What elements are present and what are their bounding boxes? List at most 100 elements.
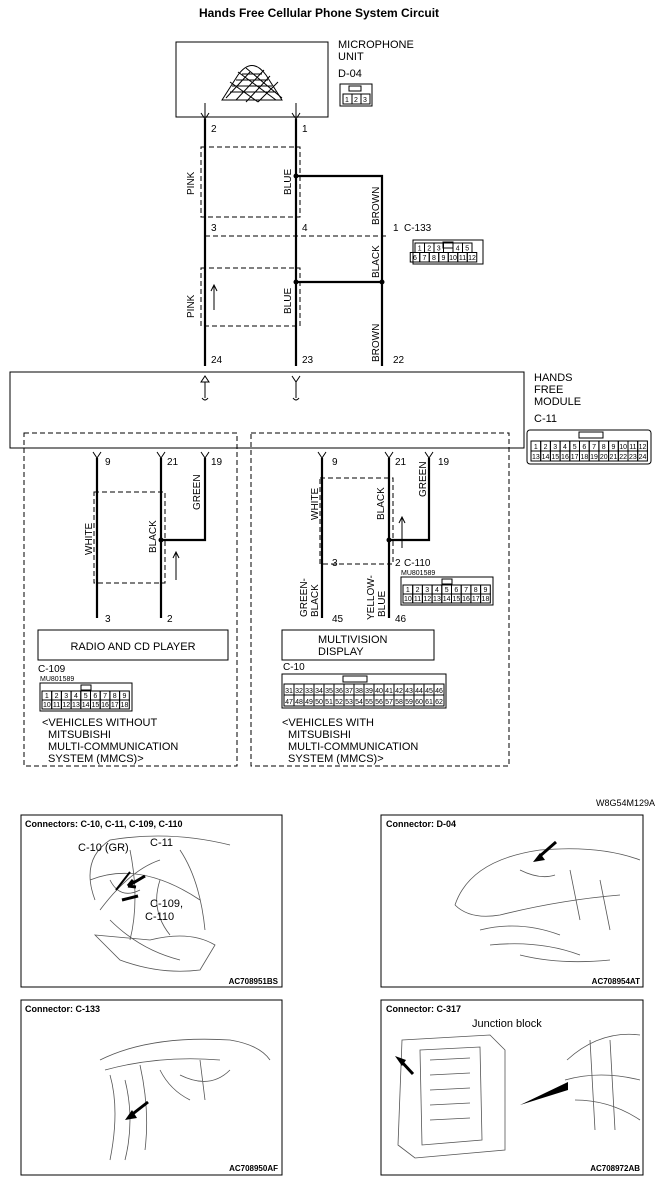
wire-blue-1: BLUE: [283, 169, 294, 195]
c11-pin: 9: [611, 444, 615, 451]
mic-label-1: MICROPHONE: [338, 39, 414, 51]
panel-2-title: Connector: D-04: [386, 819, 456, 829]
multivision-label-1: MULTIVISION: [318, 634, 388, 646]
pin-1: 1: [302, 124, 308, 135]
radio-label: RADIO AND CD PLAYER: [70, 641, 195, 653]
wire-green-black-2: BLACK: [310, 584, 321, 617]
c110-pin: 12: [423, 596, 431, 603]
c11-pin: 18: [580, 454, 588, 461]
c10-pin: 36: [335, 688, 343, 695]
panel-d04: Connector: D-04 AC708954AT: [380, 814, 644, 988]
c110-pin: 14: [443, 596, 451, 603]
c133-pin: 8: [432, 255, 436, 262]
c109-connector-id: C-109: [38, 664, 66, 675]
c11-pin: 24: [639, 454, 647, 461]
shield-box-1: [200, 146, 301, 218]
multivision-box: [281, 629, 435, 661]
c109-pin: 9: [122, 693, 126, 700]
hands-free-module: HANDS FREE MODULE C-11: [9, 371, 581, 449]
panel-c10-c11-c109-c110: Connectors: C-10, C-11, C-109, C-110 C-1…: [20, 814, 283, 988]
c110-pin: 13: [433, 596, 441, 603]
c10-pin: 39: [365, 688, 373, 695]
c110-pin: 7: [464, 587, 468, 594]
c10-pin: 40: [375, 688, 383, 695]
c11-pin: 10: [619, 444, 627, 451]
c109-pin: 14: [82, 702, 90, 709]
c109-pin: 3: [64, 693, 68, 700]
d04-connector-icon: 1 2 3: [339, 83, 373, 107]
diagram-title: Hands Free Cellular Phone System Circuit: [199, 6, 439, 20]
pin-23: 23: [302, 355, 314, 366]
radio-box: [37, 629, 229, 661]
c11-pin: 13: [532, 454, 540, 461]
pin-3: 3: [211, 223, 217, 234]
c10-pin: 33: [305, 688, 313, 695]
c133-pin: 10: [449, 255, 457, 262]
c110-pin: 17: [472, 596, 480, 603]
c10-pin: 32: [295, 688, 303, 695]
c110-pin: 4: [435, 587, 439, 594]
c110-pin: 5: [445, 587, 449, 594]
c133-pin-1: 1: [393, 223, 399, 234]
c10-pin: 56: [375, 699, 383, 706]
c133-pin: 2: [427, 246, 431, 253]
c11-pin: 12: [639, 444, 647, 451]
hfm-label-2: FREE: [534, 384, 563, 396]
wire-black-1: BLACK: [371, 245, 382, 278]
c110-pin: 1: [406, 587, 410, 594]
c10-pin: 46: [435, 688, 443, 695]
c133-pin: 4: [456, 246, 460, 253]
wire-green-right: GREEN: [418, 461, 429, 497]
c109-pin: 8: [113, 693, 117, 700]
hfm-connector-id: C-11: [534, 413, 557, 425]
c109-pin: 18: [121, 702, 129, 709]
c109-pin: 6: [93, 693, 97, 700]
c10-connector-id: C-10: [283, 662, 305, 673]
pin-4: 4: [302, 223, 308, 234]
wire-green-black-1: GREEN-: [299, 578, 310, 617]
c11-pin: 22: [619, 454, 627, 461]
c10-pin: 48: [295, 699, 303, 706]
c10-pin: 50: [315, 699, 323, 706]
c109-pin: 4: [74, 693, 78, 700]
right-wires: [317, 451, 434, 618]
right-pin-3: 3: [332, 558, 338, 569]
panel-c133: Connector: C-133 AC708950AF: [20, 999, 283, 1176]
panel-3-title: Connector: C-133: [25, 1004, 100, 1014]
wire-black-left: BLACK: [148, 520, 159, 553]
radio-note-3: MULTI-COMMUNICATION: [48, 741, 178, 753]
shield-box-2: [200, 267, 301, 327]
c109-pin: 11: [53, 702, 60, 709]
panel-2-code: AC708954AT: [592, 977, 640, 986]
c10-pin: 34: [315, 688, 323, 695]
multivision-label-2: DISPLAY: [318, 646, 364, 658]
mmcs-note-2: MITSUBISHI: [288, 729, 351, 741]
c110-pin: 8: [474, 587, 478, 594]
wire-white-right: WHITE: [310, 487, 321, 520]
svg-text:2: 2: [354, 97, 358, 104]
right-pin-46: 46: [395, 614, 407, 625]
c110-pin: 15: [452, 596, 460, 603]
c11-pin: 21: [610, 454, 618, 461]
c10-pin: 42: [395, 688, 403, 695]
hfm-label-1: HANDS: [534, 372, 573, 384]
left-pin-3: 3: [105, 614, 111, 625]
c11-pin: 17: [571, 454, 579, 461]
wire-blue-2: BLUE: [283, 288, 294, 314]
mmcs-note-3: MULTI-COMMUNICATION: [288, 741, 418, 753]
c133-pin: 7: [423, 255, 427, 262]
panel-1-label-c109: C-109,: [150, 898, 183, 910]
c109-pin: 10: [43, 702, 51, 709]
c110-connector-id: C-110: [404, 558, 431, 569]
pin-2: 2: [211, 124, 217, 135]
panel-3-code: AC708950AF: [229, 1164, 278, 1173]
c109-pin: 2: [55, 693, 59, 700]
wire-yellow-blue-2: BLUE: [377, 591, 388, 617]
c11-pin: 1: [534, 444, 538, 451]
c110-cell: [480, 593, 491, 604]
pin-22: 22: [393, 355, 405, 366]
